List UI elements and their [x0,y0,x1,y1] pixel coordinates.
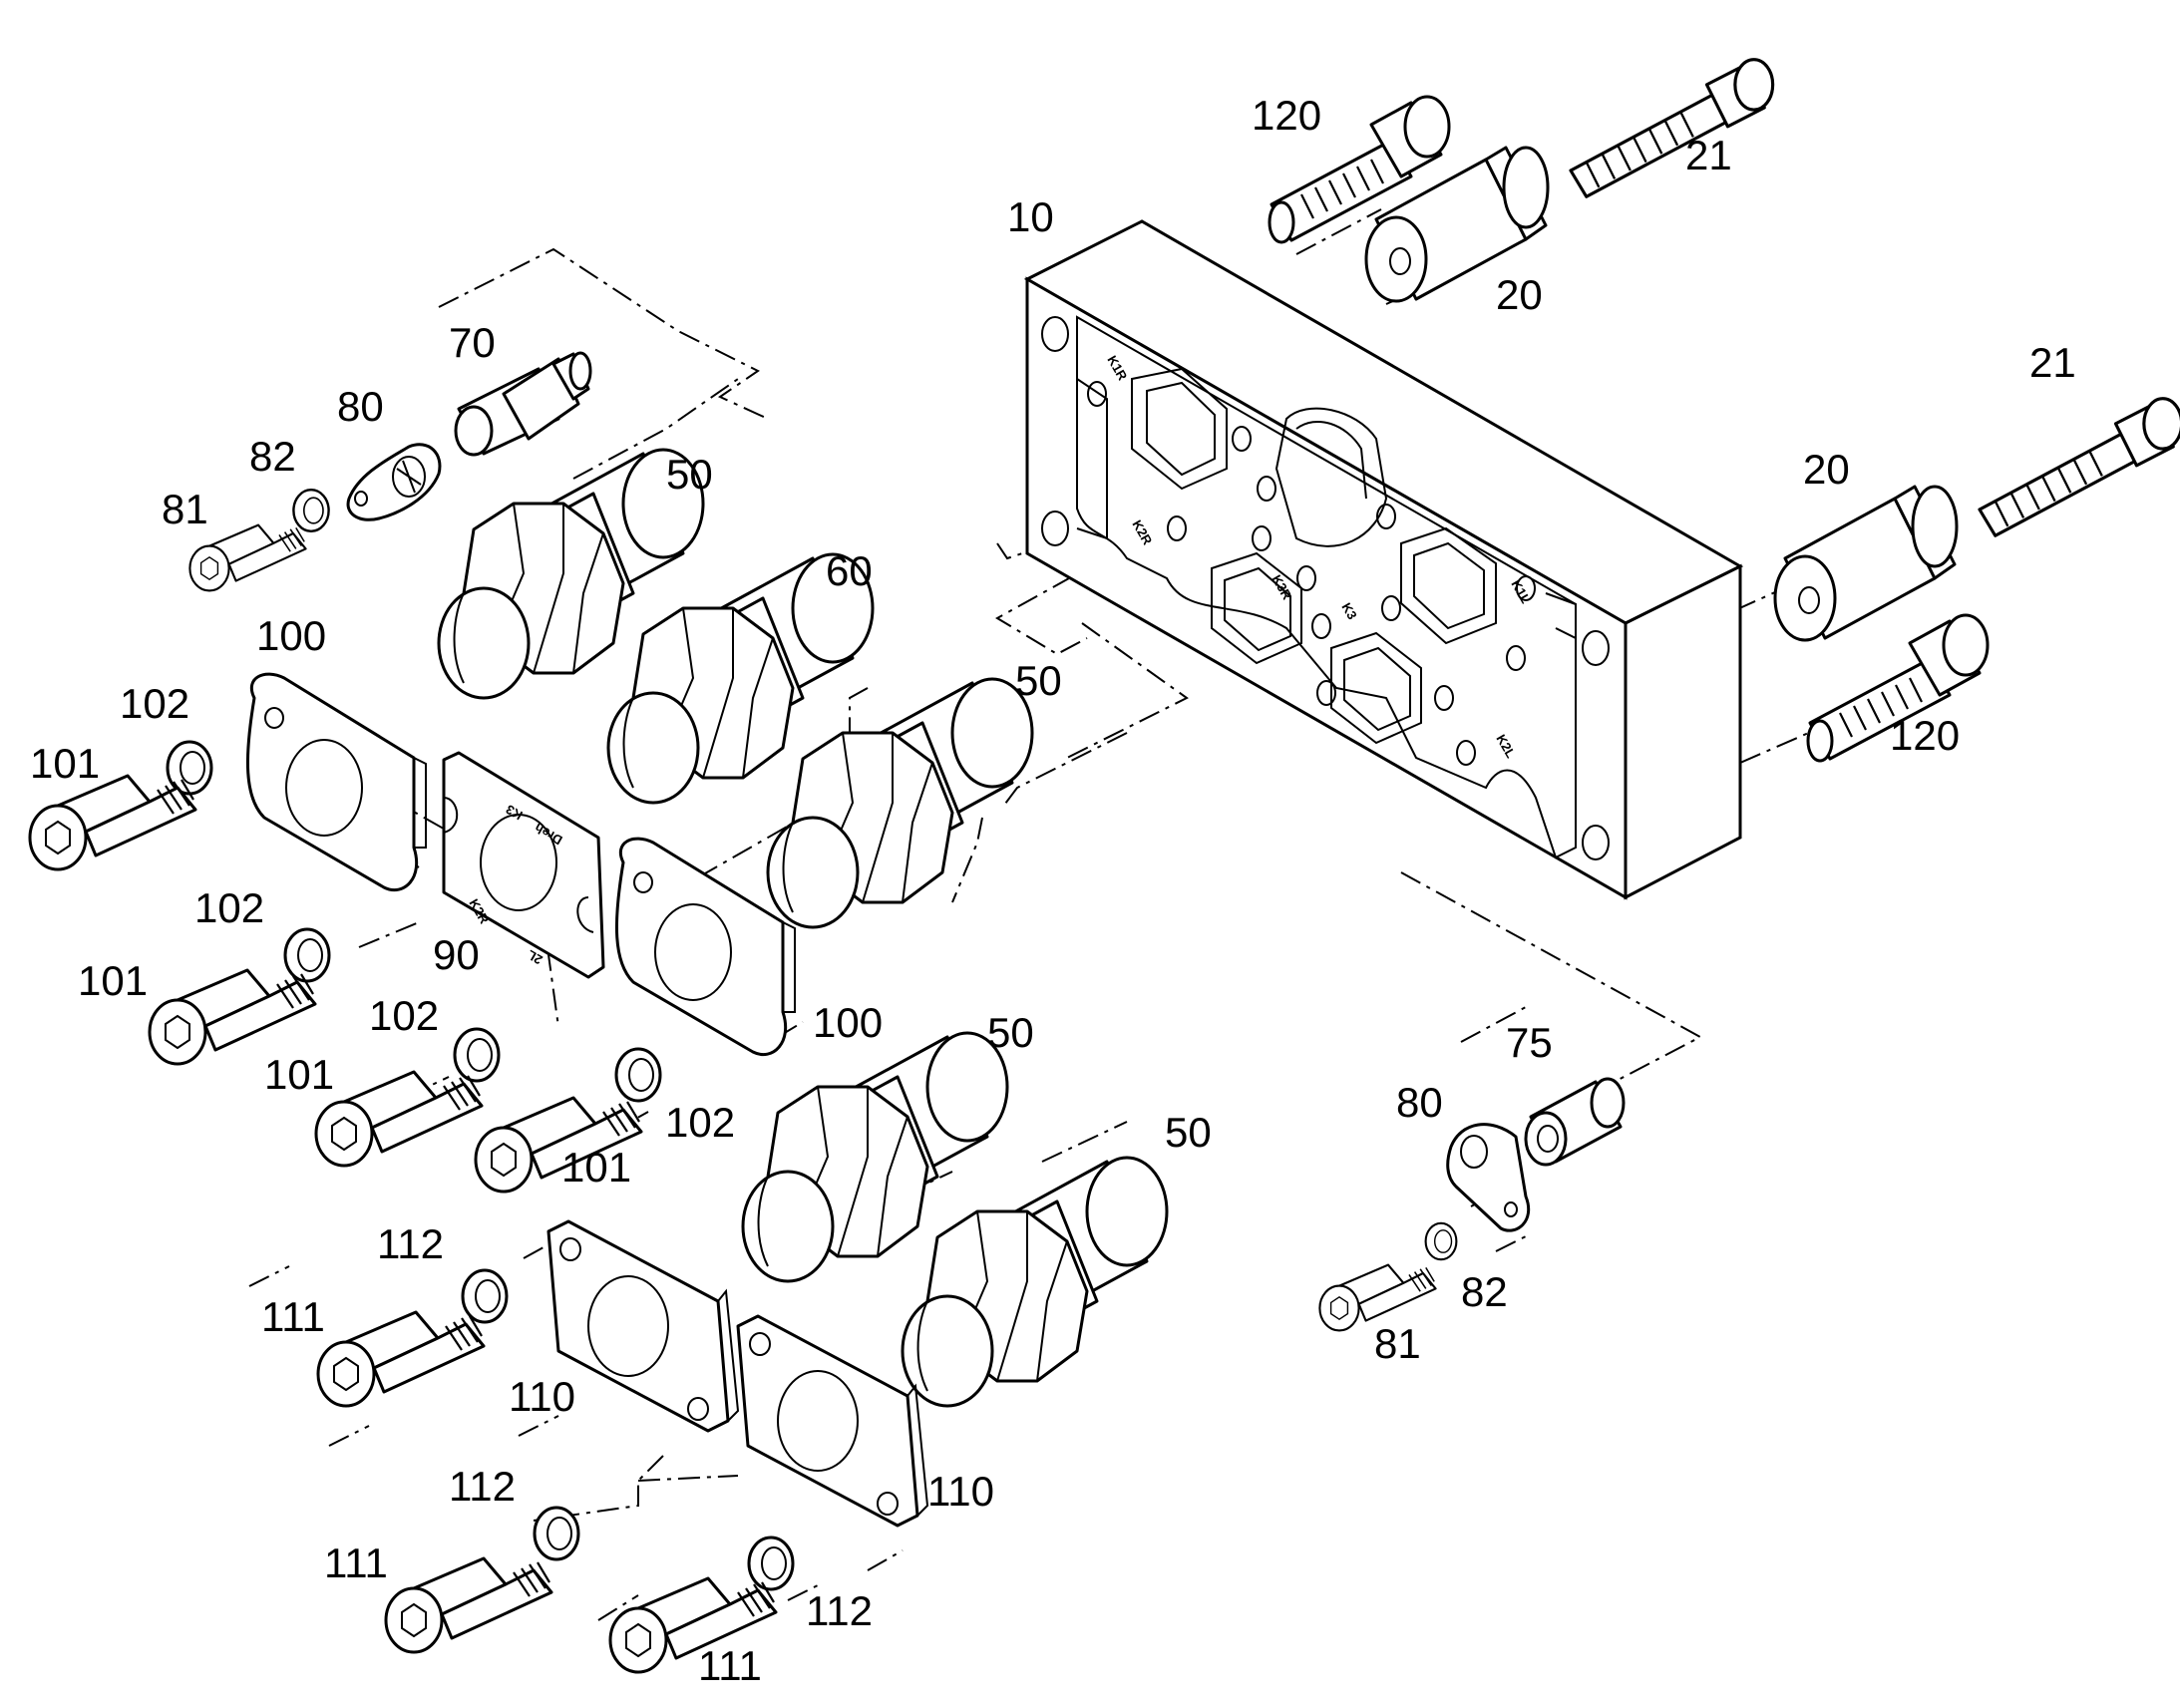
washer-112-a [461,1268,509,1324]
label-80-bottom: 80 [1396,1079,1443,1126]
screw-111-b [384,1556,553,1654]
washer-102-c [453,1027,501,1083]
plate-90: K3 Dreh K2R 2L [442,751,605,979]
washer-112-b [533,1506,580,1561]
washer-102-a [166,740,213,796]
label-120-top: 120 [1252,92,1321,139]
label-101-d: 101 [561,1144,631,1191]
flange-110-right [736,1314,929,1528]
screw-101-c [314,1070,484,1168]
label-100-top: 100 [256,612,326,659]
body-mark-k3: K3 [1338,600,1359,622]
label-21-right: 21 [2029,339,2076,386]
label-111-a: 111 [261,1293,325,1340]
label-82-top: 82 [249,433,296,480]
label-110-left: 110 [509,1373,575,1420]
screw-111-a [316,1310,486,1408]
callout-labels: 120 21 10 20 70 80 82 81 50 60 50 100 10… [30,92,2076,1689]
label-50-b: 50 [1015,657,1062,704]
washer-102-b [283,927,331,983]
label-75: 75 [1506,1019,1553,1066]
label-81-top: 81 [162,486,208,532]
screw-101-a [28,774,197,871]
flange-80-bottom [1446,1123,1531,1232]
washer-82-bottom [1424,1221,1458,1261]
fitting-70 [454,351,592,457]
label-82-bottom: 82 [1461,1268,1508,1315]
label-112-b: 112 [449,1463,516,1510]
screw-101-b [148,968,317,1066]
label-102-b: 102 [194,884,264,931]
label-110-right: 110 [927,1468,994,1515]
label-112-c: 112 [806,1587,873,1634]
label-111-b: 111 [324,1539,388,1586]
label-21-top: 21 [1685,132,1732,178]
washer-82-top [292,489,330,532]
label-100-mid: 100 [813,999,883,1046]
washer-112-c [747,1536,795,1591]
label-111-c: 111 [698,1642,762,1689]
label-102-c: 102 [369,992,439,1039]
bolt-21-right [1978,397,2180,537]
label-102-a: 102 [120,680,189,727]
label-50-d: 50 [1165,1109,1212,1156]
flange-110-left [546,1219,740,1433]
fitting-75 [1524,1077,1626,1167]
label-90: 90 [433,931,480,978]
label-120-right: 120 [1890,712,1960,759]
label-102-d: 102 [665,1099,735,1146]
flange-80-top [346,443,442,521]
label-101-a: 101 [30,740,100,787]
screw-81-top [188,523,307,592]
washer-102-d [614,1047,662,1103]
label-81-bottom: 81 [1374,1320,1421,1367]
label-20-right: 20 [1803,446,1850,493]
label-80-top: 80 [337,383,384,430]
label-101-b: 101 [78,957,148,1004]
label-50-a: 50 [666,451,713,498]
label-112-a: 112 [377,1220,444,1267]
label-50-c: 50 [987,1009,1034,1056]
label-20-top: 20 [1496,271,1543,318]
cartridge-50-mid [766,677,1034,929]
label-70: 70 [449,319,496,366]
sleeve-20-right [1773,485,1959,642]
flange-100-top [245,672,428,892]
plate-mark-2l: 2L [525,947,545,968]
valve-body-10: K1R K2R K3R K3 K1L K2L [1023,219,1744,900]
label-101-c: 101 [264,1051,334,1098]
label-10: 10 [1007,193,1054,240]
cartridge-50-bottom [901,1156,1169,1408]
bolt-21-top [1569,58,1775,198]
plate-mark-k3: K3 [504,802,526,823]
label-60: 60 [826,547,873,594]
